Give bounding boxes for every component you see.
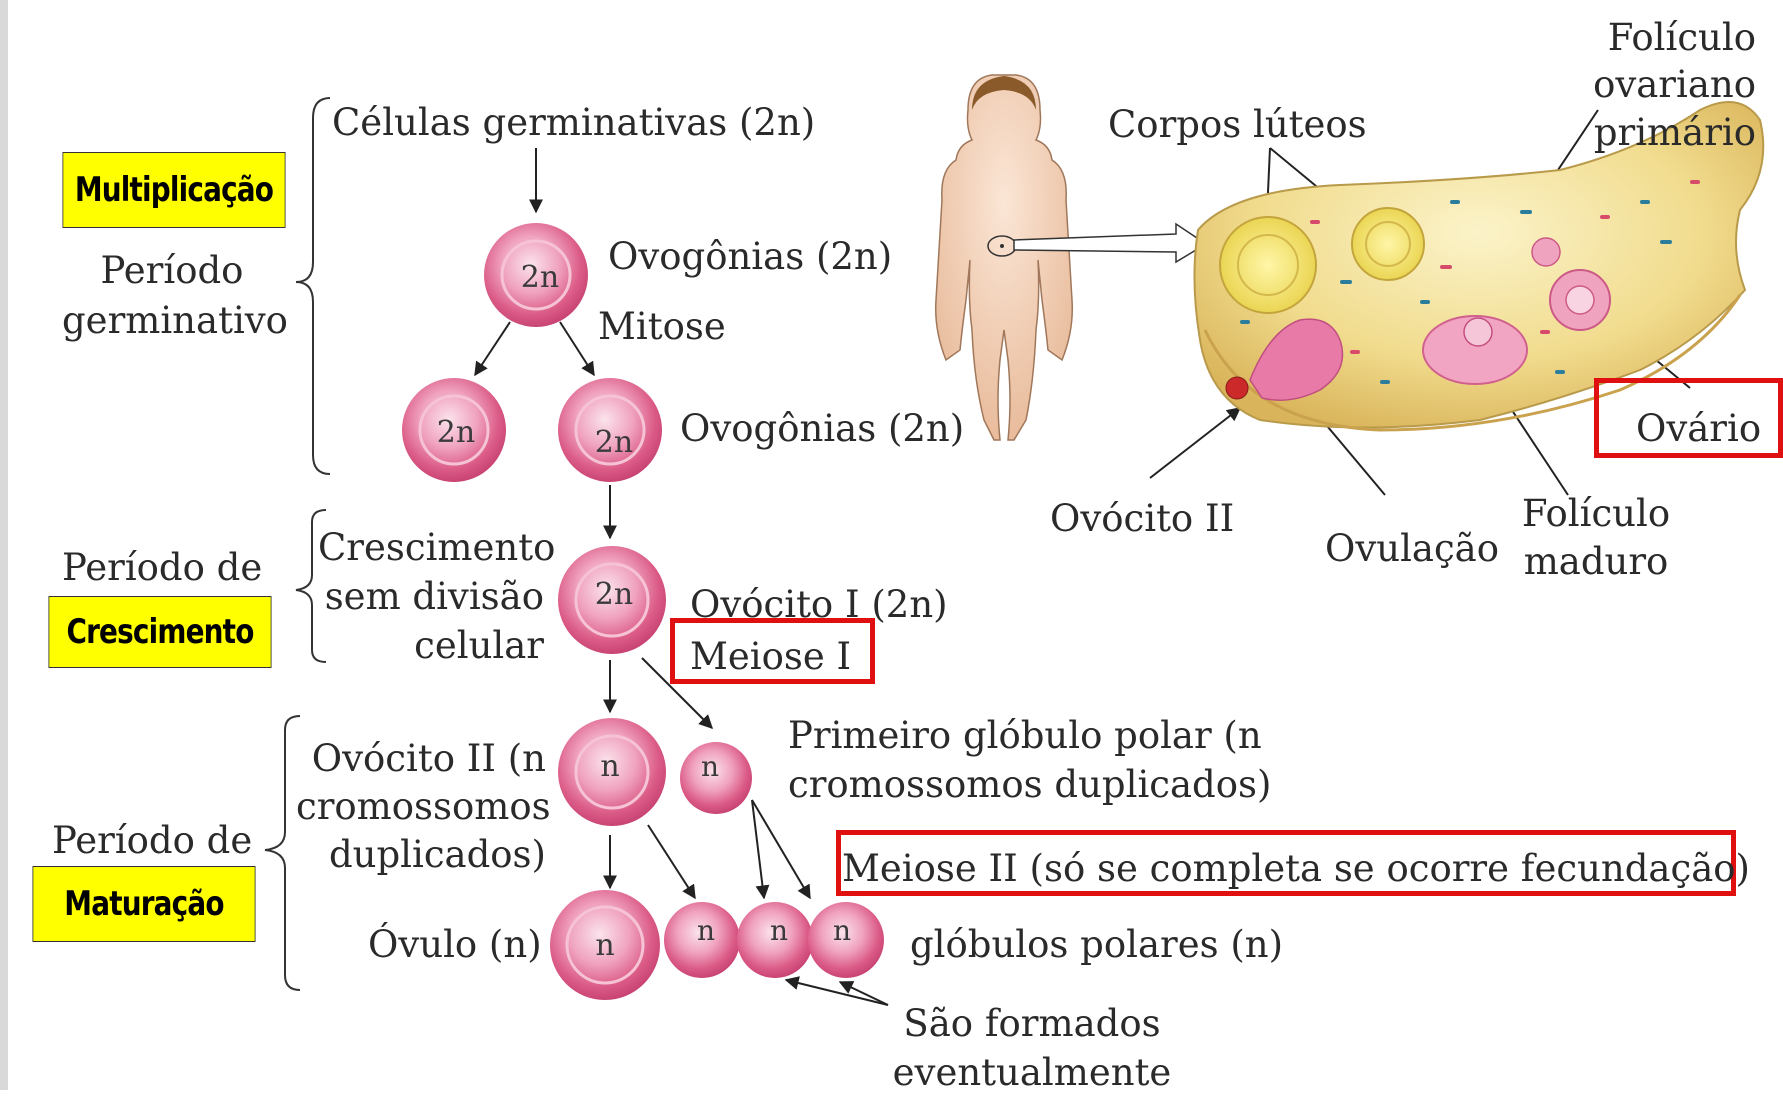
cell-ovogonia-left: 2n xyxy=(402,378,506,482)
crescimento-sem-divisao-label: Crescimento sem divisão celular xyxy=(318,524,544,670)
ovario-label: Ovário xyxy=(1636,410,1761,447)
corpos-luteos-label: Corpos lúteos xyxy=(1108,106,1367,143)
svg-text:2n: 2n xyxy=(595,425,633,460)
svg-text:2n: 2n xyxy=(521,260,559,295)
highlight-crescimento: Crescimento xyxy=(48,596,271,668)
foliculo-primario-label: Folículo ovariano primário xyxy=(1560,14,1756,156)
mitose-label: Mitose xyxy=(598,308,726,345)
brace-maturacao xyxy=(265,716,300,990)
svg-text:2n: 2n xyxy=(595,577,633,612)
female-figure-illustration xyxy=(936,75,1073,440)
ovocito-I-label: Ovócito I (2n) xyxy=(690,586,948,623)
cell-ovocito-I: 2n xyxy=(558,546,666,654)
globulos-polares-label: glóbulos polares (n) xyxy=(910,926,1283,963)
svg-text:n: n xyxy=(770,914,788,947)
svg-text:n: n xyxy=(595,928,614,963)
ovogonias-top-label: Ovogônias (2n) xyxy=(608,238,892,275)
ovogonias-bottom-label: Ovogônias (2n) xyxy=(680,410,964,447)
period-germinativo-label: Período germinativo xyxy=(62,246,282,346)
primeiro-globulo-polar-label: Primeiro glóbulo polar (n cromossomos du… xyxy=(788,712,1271,810)
cell-globulo-1: n xyxy=(664,902,740,978)
cell-ovulo: n xyxy=(550,890,660,1000)
celulas-germinativas-label: Células germinativas (2n) xyxy=(332,104,815,141)
cell-globulo-2: n xyxy=(737,902,813,978)
period-maturacao-label: Período de xyxy=(52,822,252,859)
ovocito-II-ovary-label: Ovócito II xyxy=(1050,500,1234,537)
brace-germinativo xyxy=(296,98,330,474)
cell-globulo-3: n xyxy=(808,902,884,978)
period-crescimento-label: Período de xyxy=(62,549,262,586)
sao-formados-label: São formados eventualmente xyxy=(882,1000,1182,1098)
svg-text:n: n xyxy=(600,749,619,784)
svg-text:n: n xyxy=(701,750,719,783)
highlight-multiplicacao: Multiplicação xyxy=(62,152,285,228)
cell-ovogonia-top: 2n xyxy=(484,223,588,327)
cell-primeiro-globulo: n xyxy=(680,742,752,814)
highlight-maturacao: Maturação xyxy=(32,866,255,942)
svg-text:n: n xyxy=(833,914,851,947)
ovocito-II-left-label: Ovócito II (n cromossomos duplicados) xyxy=(296,735,546,879)
svg-text:n: n xyxy=(697,914,715,947)
meiose-II-label: Meiose II (só se completa se ocorre fecu… xyxy=(842,850,1750,887)
cell-ovogonia-right: 2n xyxy=(558,378,662,482)
meiose-I-label: Meiose I xyxy=(690,638,851,675)
foliculo-maduro-label: Folículo maduro xyxy=(1516,490,1676,586)
ovulo-label: Óvulo (n) xyxy=(368,926,542,963)
cell-ovocito-II: n xyxy=(558,718,666,826)
svg-text:2n: 2n xyxy=(437,415,475,450)
ovulacao-label: Ovulação xyxy=(1325,530,1499,567)
